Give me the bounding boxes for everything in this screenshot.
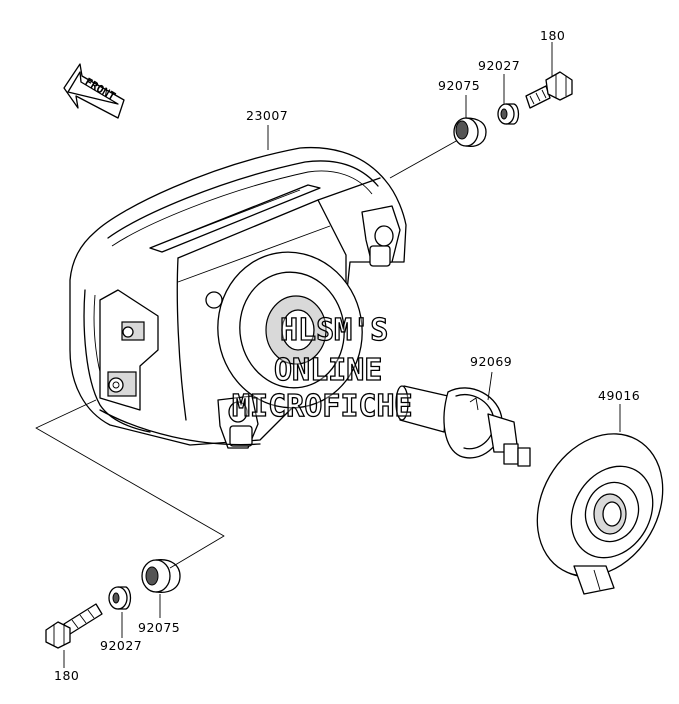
watermark-line-1: HLSM'S	[280, 313, 388, 348]
grommet-top[interactable]	[453, 117, 487, 148]
grommet-bottom[interactable]	[141, 559, 181, 594]
headlight-assembly[interactable]	[69, 146, 407, 449]
part-number-92027-top: 92027	[478, 58, 520, 73]
part-number-180-top: 180	[540, 28, 565, 43]
bolt-bottom[interactable]	[45, 603, 103, 649]
part-number-49016: 49016	[598, 388, 640, 403]
part-number-92069: 92069	[470, 354, 512, 369]
watermark-line-3: MICROFICHE	[232, 389, 413, 424]
part-number-23007: 23007	[246, 108, 288, 123]
bolt-top[interactable]	[525, 71, 573, 109]
leader-92069	[487, 371, 493, 401]
mount-line-bottom	[35, 399, 225, 569]
part-number-92027-bottom: 92027	[100, 638, 142, 653]
bulb[interactable]	[395, 385, 531, 467]
part-number-92075-bottom: 92075	[138, 620, 180, 635]
collar-top[interactable]	[497, 103, 520, 125]
mount-line-top	[389, 139, 459, 179]
collar-bottom[interactable]	[108, 586, 132, 610]
front-arrow-icon: FRONT	[63, 63, 125, 119]
watermark: HLSM'S ONLINE MICROFICHE	[231, 312, 413, 424]
watermark-line-2: ONLINE	[274, 353, 382, 388]
part-number-92075-top: 92075	[438, 78, 480, 93]
part-number-180-bottom: 180	[54, 668, 79, 683]
boot[interactable]	[512, 411, 679, 599]
